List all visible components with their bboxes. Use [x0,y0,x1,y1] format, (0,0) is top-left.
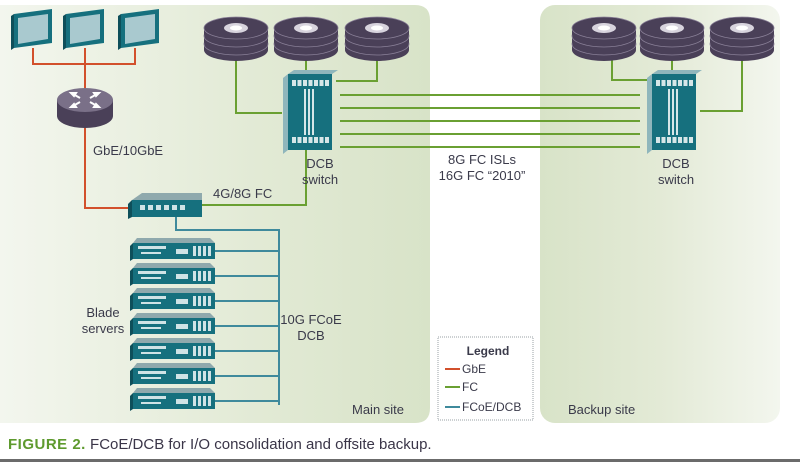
isl-label-line2: 16G FC “2010” [439,168,526,183]
client-monitor-icon [11,9,52,50]
client-monitor-icon [118,9,159,50]
storage-disk-backup-icon [571,16,637,61]
dcb-switch-main-label-line1: DCB [306,156,333,171]
dcb-switch-backup-icon [647,70,702,154]
dcb-switch-main-icon [283,70,338,154]
blade-server-icon [130,288,215,311]
figure-caption: FIGURE 2. FCoE/DCB for I/O consolidation… [8,436,432,453]
main-site-region [0,5,430,423]
blade-server-icon [130,313,215,336]
router-icon [57,88,113,128]
fc-link-label: 4G/8G FC [213,186,272,201]
fc-edge-switch-icon [128,193,202,219]
blade-server-icon [130,388,215,411]
legend-item-fcoe: FCoE/DCB [462,400,521,414]
fcoe-label-line1: 10G FCoE [280,312,342,327]
storage-disk-main-icon [203,16,269,61]
fcoe-links [175,215,280,405]
fc-links [202,55,743,206]
figure-caption-text: FCoE/DCB for I/O consolidation and offsi… [90,436,432,453]
storage-disk-main-icon [273,16,339,61]
legend-item-fc: FC [462,380,478,394]
bottom-rule [0,459,800,462]
blade-server-icon [130,338,215,361]
dcb-switch-main-label-line2: switch [302,172,338,187]
client-monitor-icon [63,9,104,50]
blade-servers-label-line2: servers [82,321,125,336]
client-workstations [11,9,159,50]
legend: Legend GbE FC FCoE/DCB [437,336,534,421]
legend-item-gbe: GbE [462,362,486,376]
router-link-label: GbE/10GbE [93,143,163,158]
storage-disk-main-icon [344,16,410,61]
blade-server-icon [130,363,215,386]
legend-title: Legend [467,344,510,358]
blade-server-icon [130,238,215,261]
storage-arrays [203,16,775,61]
main-site-label: Main site [352,402,404,417]
storage-disk-backup-icon [639,16,705,61]
storage-disk-backup-icon [709,16,775,61]
blade-servers-label-line1: Blade [86,305,119,320]
isl-label-line1: 8G FC ISLs [448,152,516,167]
isl-links [340,94,640,148]
dcb-switch-backup-label-line1: DCB [662,156,689,171]
dcb-switch-backup-label-line2: switch [658,172,694,187]
figure-number: FIGURE 2. [8,436,86,453]
blade-server-icon [130,263,215,286]
backup-site-label: Backup site [568,402,635,417]
fcoe-label-line2: DCB [297,328,324,343]
blade-servers [130,238,215,411]
backup-site-region [540,5,780,423]
gbe-links [32,48,136,209]
